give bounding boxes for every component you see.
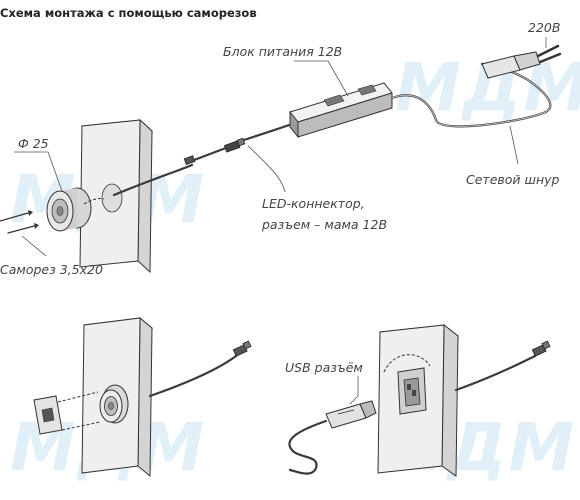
puck-light xyxy=(46,187,105,232)
plug xyxy=(481,44,562,79)
svg-text:LED-коннектор,: LED-коннектор, xyxy=(262,196,365,211)
diagram-title: Схема монтажа с помощью саморезов xyxy=(0,6,257,20)
wall-panel xyxy=(79,118,154,274)
usb-module xyxy=(383,354,431,415)
led-connector xyxy=(232,340,252,357)
switch-module xyxy=(33,391,101,435)
usb-plug xyxy=(325,400,377,429)
puck-light xyxy=(99,384,129,424)
power-unit-label: Блок питания 12В xyxy=(223,44,349,97)
led-connector-label: LED-коннектор, разъем – мама 12В xyxy=(247,145,387,232)
svg-text:Сетевой шнур: Сетевой шнур xyxy=(466,172,560,187)
screw xyxy=(0,210,39,234)
screw-label: Саморез 3,5х20 xyxy=(0,235,103,277)
mains-cord-label: Сетевой шнур xyxy=(466,125,560,187)
led-connector xyxy=(531,340,551,357)
watermark: МДМ xyxy=(395,49,580,126)
svg-text:220В: 220В xyxy=(528,20,560,35)
svg-text:разъем – мама 12В: разъем – мама 12В xyxy=(261,217,387,232)
svg-text:USB разъём: USB разъём xyxy=(285,360,363,375)
svg-text:Саморез 3,5х20: Саморез 3,5х20 xyxy=(0,262,103,277)
voltage-label: 220В xyxy=(528,20,560,48)
usb-connector-label: USB разъём xyxy=(285,360,363,405)
diameter-label: Ф 25 xyxy=(14,136,63,192)
svg-text:Блок питания 12В: Блок питания 12В xyxy=(223,44,342,59)
power-supply-unit xyxy=(289,82,393,139)
svg-text:Ф 25: Ф 25 xyxy=(18,136,49,151)
